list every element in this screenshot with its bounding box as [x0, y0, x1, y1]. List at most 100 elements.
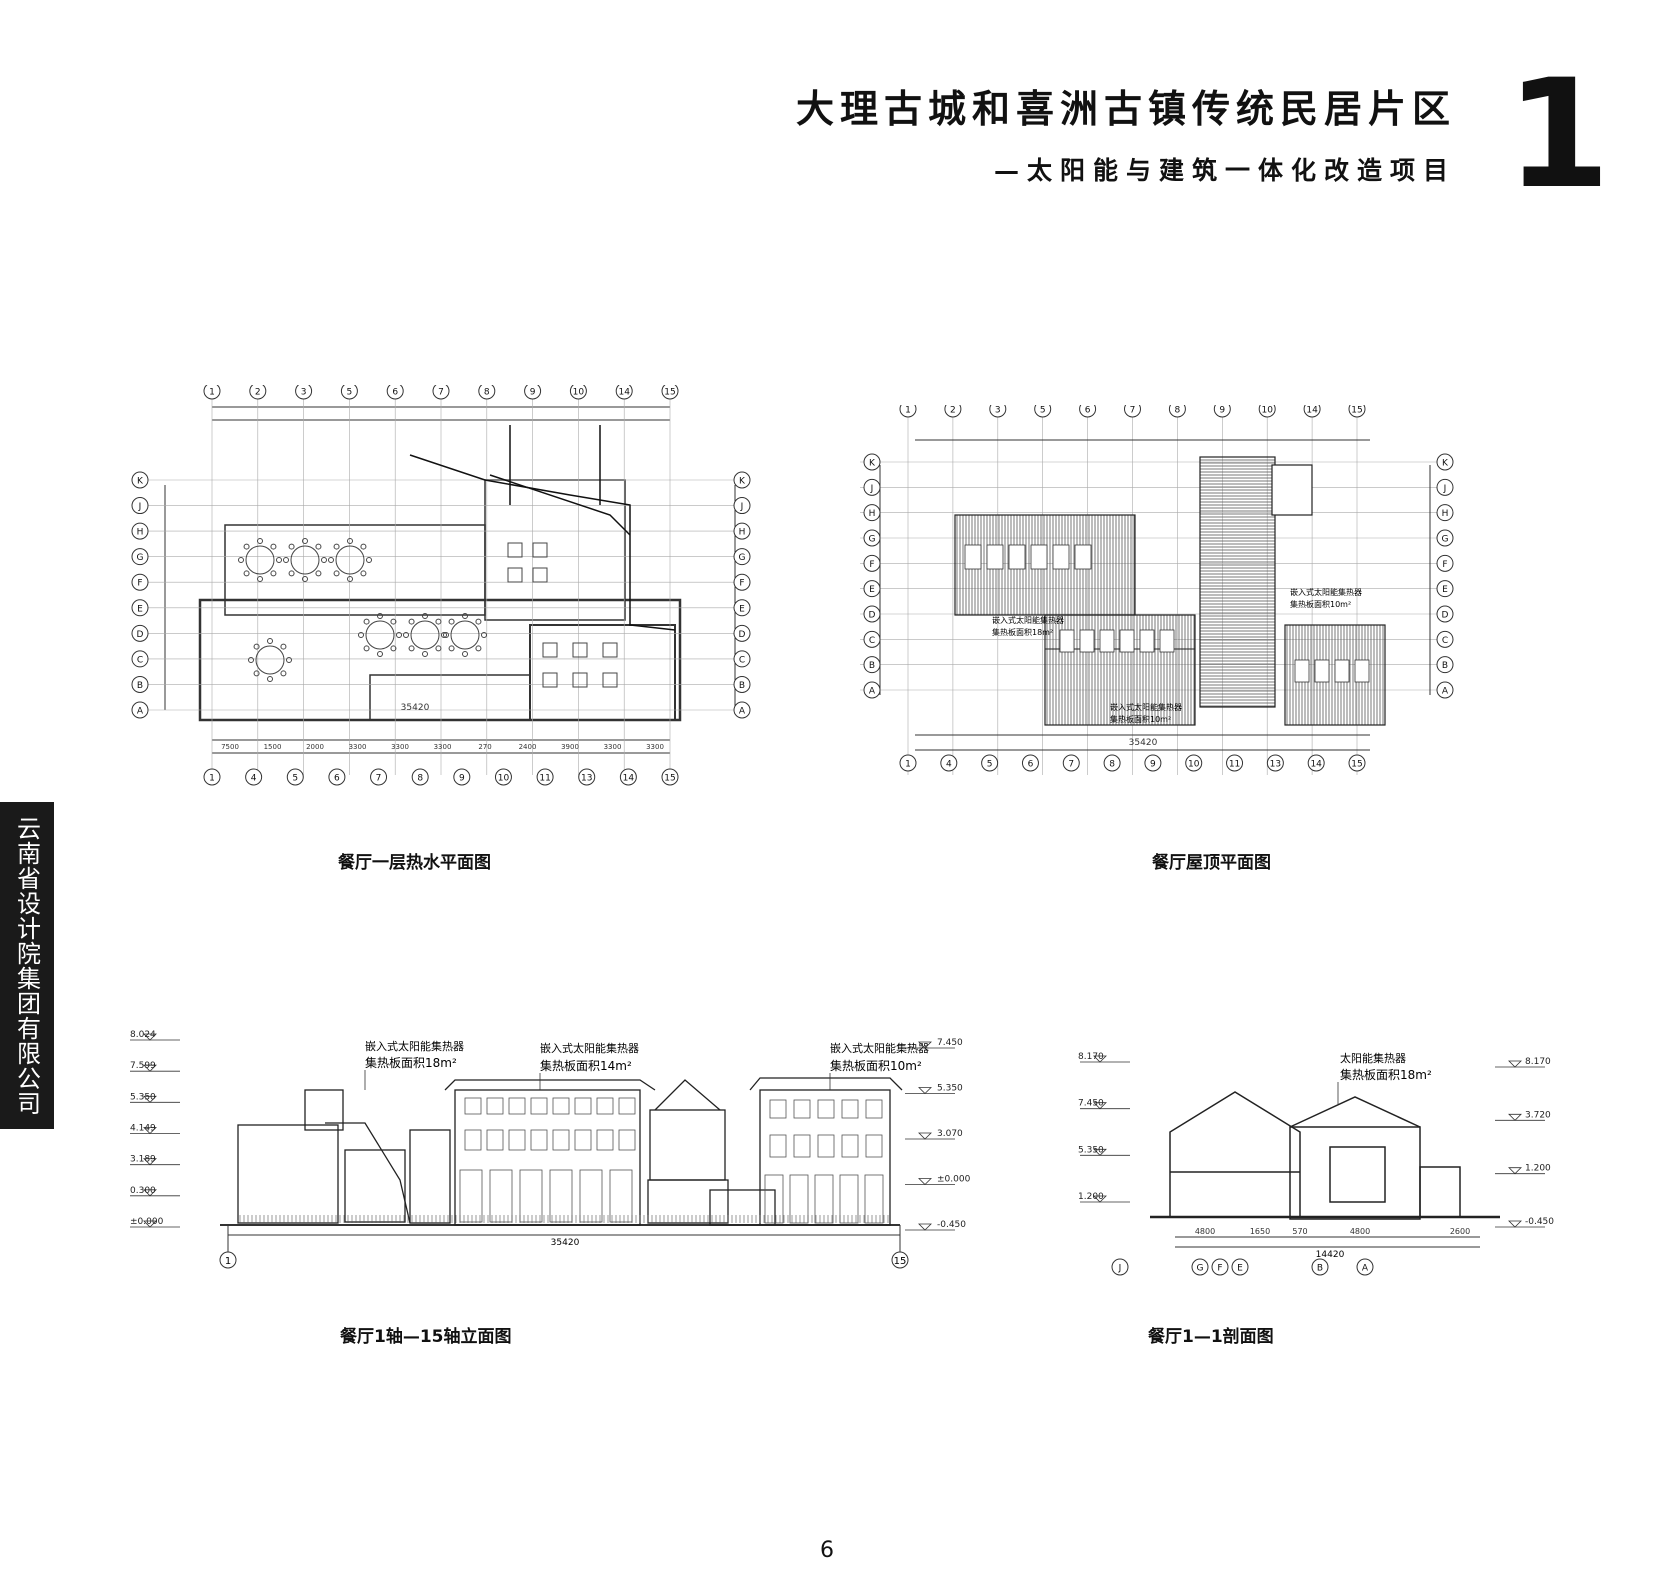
- svg-text:B: B: [1317, 1264, 1323, 1274]
- plan1-dim-0: 7500: [221, 743, 239, 751]
- elev-window: [618, 1097, 636, 1115]
- plan2-grid-right-B: B: [1436, 656, 1454, 674]
- roof-note-1-line1: 嵌入式太阳能集热器: [992, 615, 1064, 625]
- elev-door: [864, 1174, 884, 1224]
- section-axis-B: B: [1311, 1258, 1329, 1276]
- elevation-drawing: 嵌入式太阳能集热器 集热板面积18m² 嵌入式太阳能集热器 集热板面积14m² …: [130, 1030, 971, 1269]
- svg-text:8: 8: [1175, 406, 1181, 416]
- svg-text:14: 14: [618, 388, 630, 398]
- plan1-grid-left-K: K: [131, 471, 149, 489]
- page-number: 6: [820, 1538, 834, 1563]
- section-right-levels-1: 3.720: [1525, 1110, 1551, 1120]
- svg-text:D: D: [739, 630, 746, 640]
- first-floor-plan-caption: 餐厅一层热水平面图: [338, 853, 491, 873]
- elev-window: [769, 1099, 787, 1119]
- svg-text:J: J: [870, 484, 874, 494]
- svg-text:10: 10: [1188, 760, 1200, 770]
- svg-text:C: C: [137, 655, 143, 665]
- svg-text:1: 1: [209, 388, 215, 398]
- roof-solar-panel: [1030, 544, 1048, 570]
- elev-door: [579, 1169, 603, 1223]
- elev-window: [793, 1134, 811, 1158]
- roof-note-2-line1: 嵌入式太阳能集热器: [1110, 702, 1182, 712]
- svg-text:A: A: [869, 687, 876, 697]
- svg-text:E: E: [1442, 585, 1448, 595]
- svg-text:7: 7: [376, 774, 382, 784]
- page-title: 大理古城和喜洲古镇传统民居片区: [795, 86, 1456, 131]
- plan1-square-table: [572, 672, 588, 688]
- roof-solar-panel: [1294, 659, 1310, 683]
- svg-text:J: J: [1443, 484, 1447, 494]
- elev-window: [574, 1129, 592, 1151]
- svg-text:8: 8: [1109, 760, 1115, 770]
- elev-axis-left: 1: [225, 1256, 231, 1267]
- svg-text:10: 10: [498, 774, 510, 784]
- plan2-grid-right-G: G: [1436, 529, 1454, 547]
- plan1-grid-bottom-6: 6: [328, 768, 346, 786]
- svg-text:E: E: [1237, 1264, 1243, 1274]
- plan1-grid-right-F: F: [733, 573, 751, 591]
- plan1-grid-bottom-5: 5: [286, 768, 304, 786]
- svg-text:9: 9: [530, 388, 536, 398]
- plan2-grid-left-K: K: [863, 453, 881, 471]
- svg-text:G: G: [869, 535, 876, 545]
- plan2-grid-left-A: A: [863, 681, 881, 699]
- svg-text:6: 6: [1028, 760, 1034, 770]
- plan2-grid-left-G: G: [863, 529, 881, 547]
- svg-text:C: C: [1442, 636, 1448, 646]
- plan2-grid-right-K: K: [1436, 453, 1454, 471]
- plan2-grid-right-E: E: [1436, 580, 1454, 598]
- svg-text:1: 1: [905, 760, 911, 770]
- plan1-grid-left-J: J: [131, 497, 149, 515]
- plan1-dim-9: 3300: [604, 743, 622, 751]
- svg-text:G: G: [1442, 535, 1449, 545]
- plan1-grid-top-3: 3: [295, 385, 313, 400]
- svg-text:K: K: [1442, 459, 1449, 469]
- plan1-grid-top-9: 9: [524, 385, 542, 400]
- svg-text:K: K: [869, 459, 876, 469]
- plan1-grid-top-15: 15: [661, 385, 679, 400]
- roof-solar-panel: [1059, 629, 1075, 653]
- svg-text:G: G: [137, 553, 144, 563]
- elev-window: [464, 1129, 482, 1151]
- elev-left-levels-6: ±0.000: [130, 1217, 164, 1227]
- plan1-dim-2: 2000: [306, 743, 324, 751]
- plan1-dim-6: 270: [478, 743, 491, 751]
- section-note-line2: 集热板面积18m²: [1340, 1067, 1432, 1082]
- roof-solar-panel: [1074, 544, 1092, 570]
- plan1-grid-top-8: 8: [478, 385, 496, 400]
- svg-text:15: 15: [664, 388, 675, 398]
- elev-door: [839, 1174, 859, 1224]
- svg-text:5: 5: [347, 388, 353, 398]
- elev-door: [789, 1174, 809, 1224]
- svg-text:F: F: [739, 579, 744, 589]
- roof-solar-panel: [1079, 629, 1095, 653]
- elev-door: [609, 1169, 633, 1223]
- elev-window: [817, 1099, 835, 1119]
- plan1-square-table: [602, 672, 618, 688]
- elev-right-levels-1: 5.350: [937, 1084, 963, 1094]
- section-note-line1: 太阳能集热器: [1340, 1051, 1406, 1065]
- svg-text:8: 8: [417, 774, 423, 784]
- plan1-round-table: [335, 545, 365, 575]
- plan2-grid-bottom-11: 11: [1226, 754, 1244, 772]
- svg-text:11: 11: [539, 774, 550, 784]
- svg-text:D: D: [869, 611, 876, 621]
- svg-text:3: 3: [995, 406, 1001, 416]
- svg-text:10: 10: [573, 388, 585, 398]
- svg-text:13: 13: [581, 774, 592, 784]
- svg-text:14: 14: [1306, 406, 1318, 416]
- svg-text:A: A: [137, 707, 144, 717]
- plan2-grid-bottom-15: 15: [1348, 754, 1366, 772]
- svg-text:6: 6: [334, 774, 340, 784]
- plan1-grid-right-H: H: [733, 522, 751, 540]
- plan1-grid-bottom-10: 10: [494, 768, 512, 786]
- roof-solar-panel: [1334, 659, 1350, 683]
- elevation-caption: 餐厅1轴—15轴立面图: [340, 1327, 512, 1347]
- roof-solar-panel: [1159, 629, 1175, 653]
- svg-text:F: F: [1442, 560, 1447, 570]
- plan2-grid-top-10: 10: [1258, 405, 1276, 418]
- plan2-grid-top-5: 5: [1034, 405, 1052, 418]
- plan1-square-table: [572, 642, 588, 658]
